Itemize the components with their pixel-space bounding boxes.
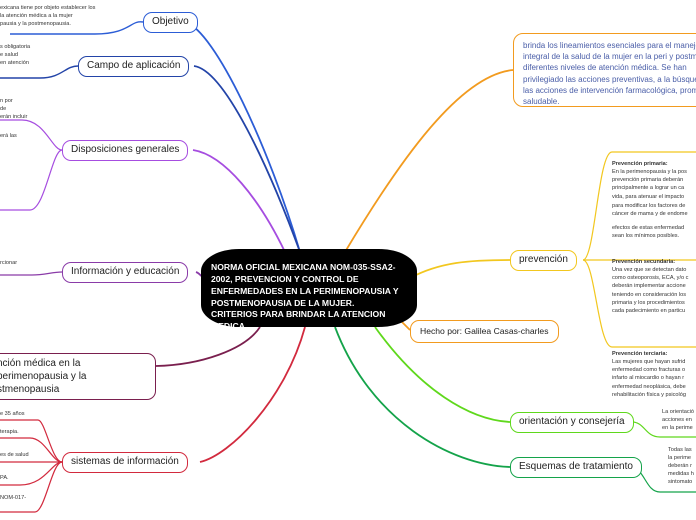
prevencion-terciaria-title: Prevención terciaria: [612,351,668,358]
prevencion-terciaria-text: Las mujeres que hayan sufrid enfermedad … [612,359,686,398]
link-prevencion [409,259,511,279]
orientacion-note: La orientació acciones en en la perime [662,409,695,432]
sistemas-note-a: e 35 años [0,411,25,417]
central-topic[interactable]: NORMA OFICIAL MEXICANA NOM-035-SSA2-2002… [201,249,417,331]
prevencion-secundaria-text: Una vez que se detectan dato como osteop… [612,267,689,314]
topic-sistemas-informacion[interactable]: sistemas de información [62,452,188,473]
link-sist-e [0,461,63,513]
sistemas-note-d: PA. [0,475,9,481]
prevencion-terciaria-note: Prevención terciaria:Las mujeres que hay… [612,342,686,399]
sistemas-note-b: terapia. [0,429,19,435]
topic-disposiciones-generales[interactable]: Disposiciones generales [62,140,189,161]
intro-summary[interactable]: brinda los lineamientos esenciales para … [513,33,696,107]
sistemas-note-c: es de salud [0,452,29,458]
prevencion-primaria-title: Prevención primaria: [612,161,668,168]
prevencion-secundaria-title: Prevención secundaria: [612,259,676,266]
link-campo [193,65,301,253]
link-info-note [0,271,63,276]
topic-informacion-educacion[interactable]: Información y educación [62,262,189,283]
link-disp-a [0,119,63,151]
link-orient-note [631,421,696,438]
informacion-note: rcionar [0,260,18,266]
link-sist-b [0,437,63,463]
link-objetivo [184,21,301,253]
link-campo-note [0,65,79,79]
link-objetivo-note [10,21,144,35]
link-prev-primaria [582,151,696,261]
topic-prevencion[interactable]: prevención [510,250,577,271]
topic-esquemas-tratamiento[interactable]: Esquemas de tratamiento [510,457,642,478]
topic-objetivo[interactable]: Objetivo [143,12,198,33]
link-sist-d [0,461,63,486]
sistemas-note-e: NOM-017- [0,495,27,501]
prevencion-primaria-text-a: En la perimenopausia y la pos prevención… [612,169,687,200]
author-credit[interactable]: Hecho por: Galilea Casas-charles [410,320,559,343]
disposiciones-note-b: erá las [0,133,17,139]
link-atencion [155,326,261,367]
topic-orientacion-consejeria[interactable]: orientación y consejería [510,412,634,433]
disposiciones-note-a: n por de erán incluir [0,98,28,121]
topic-atencion-medica[interactable]: nción médica en la perimenopausia y la s… [0,353,156,400]
link-prev-terciaria [582,259,696,348]
link-disposiciones [192,149,286,253]
link-esquemas [334,326,511,468]
link-orientacion [374,326,511,423]
prevencion-secundaria-note: Prevención secundaria:Una vez que se det… [612,250,688,315]
esquemas-note: Todas las la perime deberán r medidas h … [668,447,694,486]
link-intro [344,69,514,253]
campo-note: s obligatoria e salud en atención [0,44,31,67]
topic-campo-aplicacion[interactable]: Campo de aplicación [78,56,190,77]
prevencion-primaria-text-b: para modificar los factores de cáncer de… [612,203,688,218]
prevencion-primaria-note: Prevención primaria:En la perimenopausia… [612,152,687,201]
objetivo-note: exicana tiene por objeto establecer los … [0,5,96,28]
prevencion-primaria-text-c: efectos de estas enfermedad sean los mín… [612,225,685,240]
link-disp-b [0,149,63,211]
link-sistemas [199,326,306,463]
